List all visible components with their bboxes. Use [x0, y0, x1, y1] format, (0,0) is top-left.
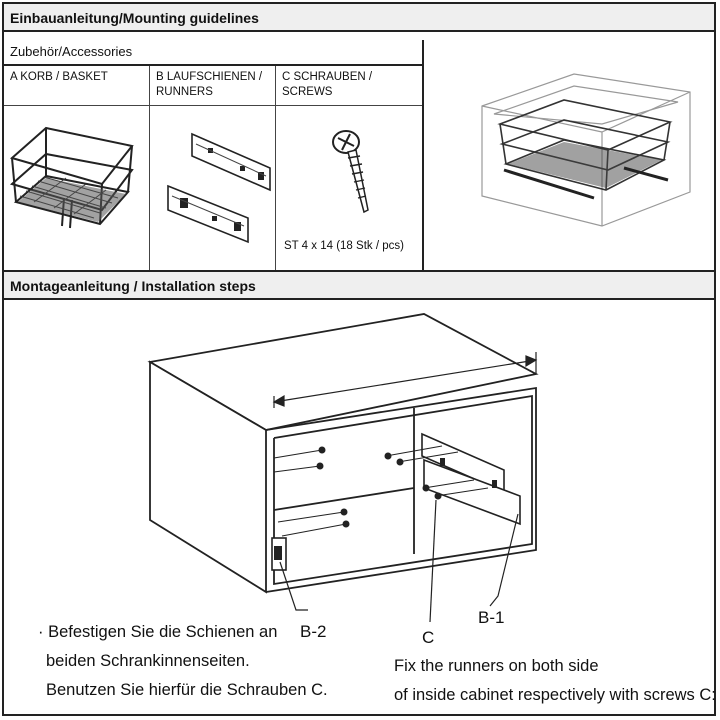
instruction-text-en: Fix the runners on both side of inside c…	[394, 652, 716, 710]
basket-label: A KORB / BASKET	[4, 66, 149, 106]
accessory-basket: A KORB / BASKET	[4, 66, 150, 270]
cabinet-runner-installation-diagram	[147, 313, 539, 623]
installation-panel: B-2 C B-1 · Befestigen Sie die Schienen …	[4, 300, 716, 714]
accessories-title: Zubehör/Accessories	[4, 40, 422, 66]
screws-label: C SCHRAUBEN / SCREWS	[276, 66, 422, 106]
instruction-en-line-1: Fix the runners on both side	[394, 657, 599, 675]
runner-rail-icon	[167, 132, 271, 244]
screw-icon	[332, 130, 369, 214]
instruction-en-line-2: of inside cabinet respectively with scre…	[394, 686, 716, 704]
cabinet-preview	[424, 40, 714, 270]
instruction-text-de: · Befestigen Sie die Schienen an beiden …	[38, 618, 328, 705]
accessories-panel: Zubehör/Accessories A KORB / BASKET	[4, 40, 424, 270]
instruction-de-line-3: Benutzen Sie hierfür die Schrauben C.	[46, 681, 328, 699]
runners-label: B LAUFSCHIENEN / RUNNERS	[150, 66, 275, 106]
callout-c: C	[422, 628, 435, 647]
basket-icon	[9, 126, 134, 229]
callout-b1: B-1	[478, 608, 505, 627]
instruction-de-line-1: · Befestigen Sie die Schienen an	[38, 623, 278, 641]
accessory-screws: C SCHRAUBEN / SCREWS	[276, 66, 422, 270]
screw-spec: ST 4 x 14 (18 Stk / pcs)	[284, 240, 404, 252]
callout-b2: B-2	[300, 622, 327, 641]
cabinet-with-basket-icon	[481, 73, 691, 227]
instruction-de-line-2: beiden Schrankinnenseiten.	[46, 652, 250, 670]
mounting-guidelines-title: Einbauanleitung/Mounting guidelines	[4, 4, 714, 32]
installation-steps-title: Montageanleitung / Installation steps	[4, 270, 714, 300]
accessory-runners: B LAUFSCHIENEN / RUNNERS	[150, 66, 276, 270]
